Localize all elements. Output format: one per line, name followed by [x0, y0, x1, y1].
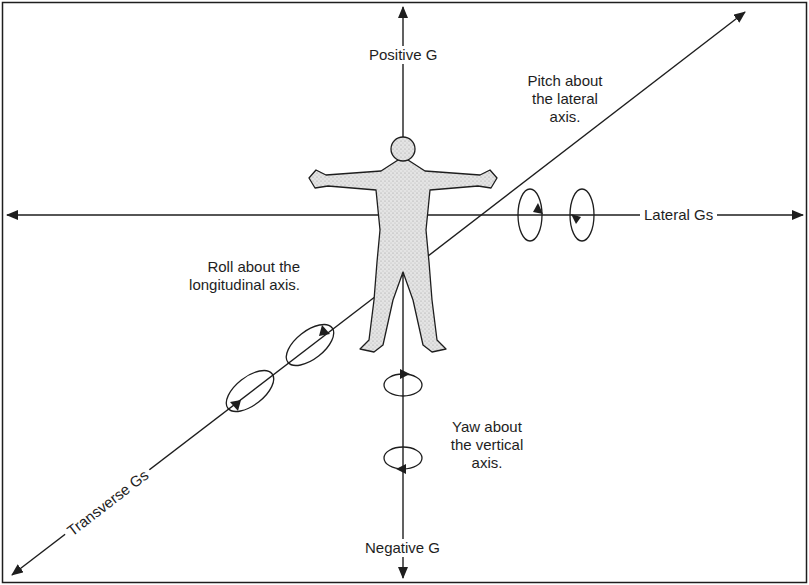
pitch-rotation-arrowheads: [533, 203, 581, 224]
frame-border: [3, 3, 807, 583]
axis-label: Lateral Gs: [640, 206, 717, 224]
axis-label: Transverse Gs: [60, 464, 155, 543]
roll-rotation-symbols: [219, 317, 340, 420]
rotation-note: Pitch about the lateral axis.: [519, 72, 611, 126]
human-figure: [309, 137, 497, 352]
yaw-rotation-symbols: [384, 374, 422, 469]
axis-label: Positive G: [365, 46, 441, 64]
yaw-rotation-arrowheads: [396, 369, 410, 474]
roll-rotation-arrowheads: [230, 325, 330, 411]
lateral-axis-left: [7, 214, 403, 215]
rotation-note: Yaw about the vertical axis.: [441, 418, 533, 472]
pitch-rotation-symbols: [518, 189, 594, 241]
lateral-axis-right: [403, 214, 803, 215]
transverse-axis-down: [12, 293, 380, 575]
rotation-note: Roll about the longitudinal axis.: [188, 258, 300, 294]
axis-label: Negative G: [361, 539, 444, 557]
vertical-axis-down: [402, 300, 403, 578]
